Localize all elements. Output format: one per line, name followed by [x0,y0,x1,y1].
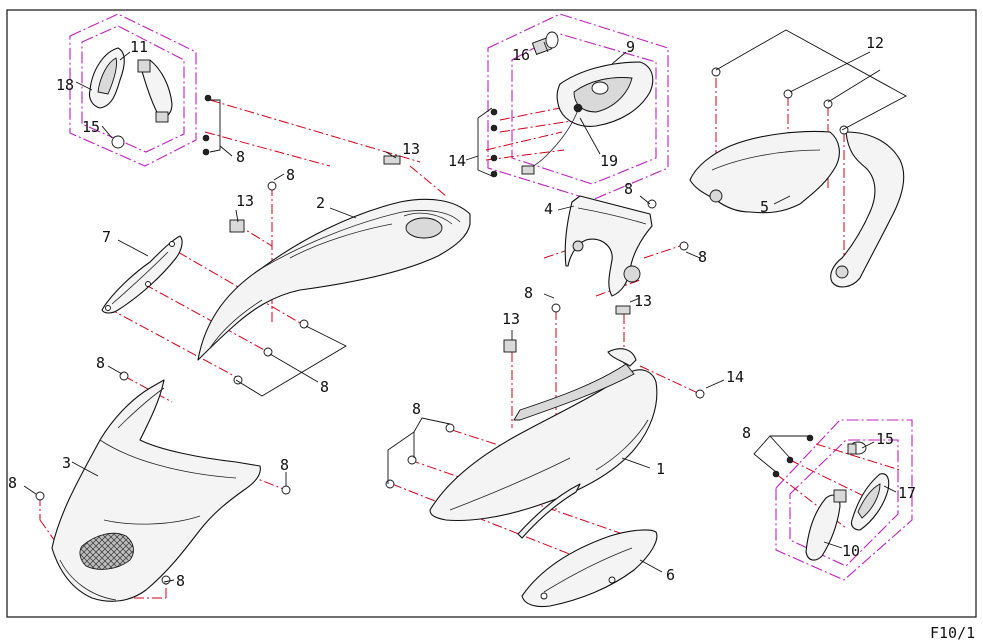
callout-8-upper-left: 8 [236,148,245,166]
callout-8-bracket-top: 8 [624,180,633,198]
callout-12: 12 [866,34,884,52]
callout-13-body-cover: 13 [634,292,652,310]
callout-3: 3 [62,454,71,472]
subassembly-boundary-lower-right [775,419,913,581]
callout-13-center: 13 [502,310,520,328]
callout-11: 11 [130,38,148,56]
center-lamp-assembly[interactable] [521,31,654,175]
diagram-border [6,9,977,618]
callout-4: 4 [544,200,553,218]
leader-lines [23,29,907,583]
callout-14-lower: 14 [726,368,744,386]
callout-15-lower-right: 15 [876,430,894,448]
subassembly-boundary-upper-left [69,13,197,167]
rear-side-cover[interactable] [197,198,471,361]
callout-17: 17 [898,484,916,502]
lower-side-panel[interactable] [521,529,658,608]
callout-6: 6 [666,566,675,584]
callout-8-body-cover-top: 8 [524,284,533,302]
callout-8-leg-shield-bottom: 8 [176,572,185,590]
front-leg-shield[interactable] [51,379,261,602]
page-identifier: F10/1 [930,624,975,642]
callout-1: 1 [656,460,665,478]
callout-15-upper-left: 15 [82,118,100,136]
callout-5: 5 [760,198,769,216]
callout-8-leg-shield-right: 8 [280,456,289,474]
callout-labels: 11 18 15 8 13 8 13 2 7 8 8 3 8 8 8 16 9 … [8,34,916,590]
rear-carrier[interactable] [689,130,905,288]
clip-nuts[interactable] [229,155,631,353]
callout-19: 19 [600,152,618,170]
subassembly-boundary-upper-center [487,13,669,201]
callout-8-lower-right: 8 [742,424,751,442]
callout-16: 16 [512,46,530,64]
callout-10: 10 [842,542,860,560]
callout-14-upper: 14 [448,152,466,170]
callout-7: 7 [102,228,111,246]
callout-8-body-cover-left: 8 [412,400,421,418]
callout-13-rear-cover: 13 [402,140,420,158]
callout-8-rear-cover-top: 8 [286,166,295,184]
callout-9: 9 [626,38,635,56]
callout-8-bracket-right: 8 [698,248,707,266]
callout-18: 18 [56,76,74,94]
callout-8-leg-shield-top: 8 [96,354,105,372]
left-indicator-lamp-assembly[interactable] [88,47,173,149]
callout-13-left: 13 [236,192,254,210]
right-indicator-lamp-assembly[interactable] [805,441,890,561]
mounting-bracket[interactable] [564,195,653,297]
body-cover[interactable] [429,348,658,539]
left-side-trim[interactable] [101,235,183,314]
callout-8-rear-cover-bottom: 8 [320,378,329,396]
callout-2: 2 [316,194,325,212]
callout-8-leg-shield-left: 8 [8,474,17,492]
